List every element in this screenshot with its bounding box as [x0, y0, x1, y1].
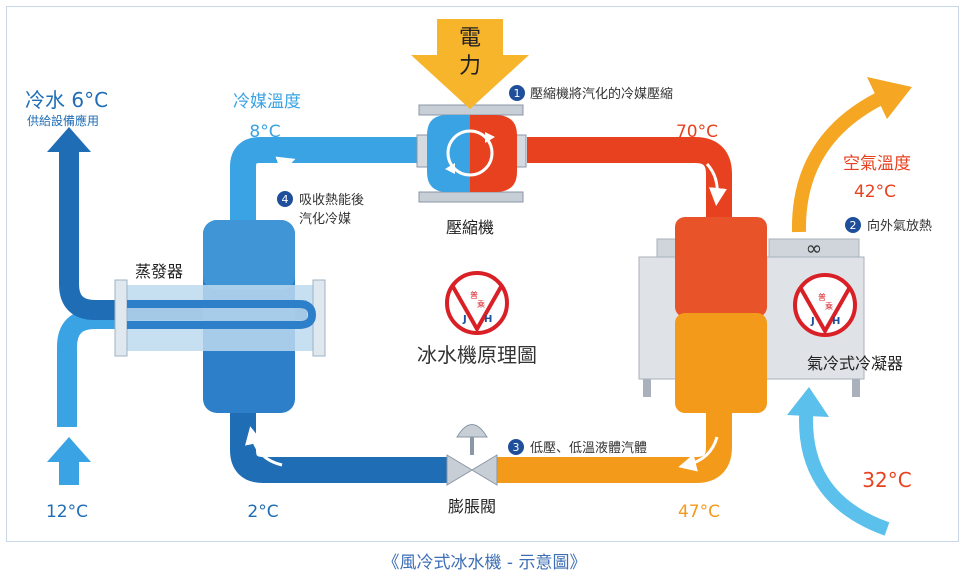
svg-text:J: J [810, 316, 815, 327]
svg-text:乘: 乘 [477, 299, 485, 309]
compressor-base [418, 191, 524, 203]
water-in-arrow [47, 437, 91, 485]
pipe-evap-to-compressor [230, 137, 417, 227]
evaporator-label: 蒸發器 [135, 262, 183, 281]
flow-arrow-top-right [705, 162, 727, 206]
step-4-label-line2: 汽化冷媒 [299, 212, 351, 227]
temp-after-compressor: 70°C [676, 122, 718, 142]
flow-arrow-bottom-left [245, 426, 283, 467]
chiller-diagram: ∞ ∞ 普 乘 J H 普 乘 [25, 19, 932, 536]
temp-water-in: 12°C [46, 502, 88, 522]
temp-after-evaporator: 8°C [249, 122, 280, 142]
company-logo-condenser: 普 乘 J H [793, 273, 857, 337]
svg-text:H: H [832, 316, 840, 327]
condenser-coil-warm [675, 313, 767, 413]
svg-text:J: J [462, 314, 467, 325]
svg-text:4: 4 [282, 193, 289, 206]
fan-icon-right: ∞ [806, 236, 823, 260]
step-2-badge [845, 217, 861, 233]
refrigerant-temp-label: 冷媒溫度 [233, 92, 301, 112]
air-in-arrow [799, 401, 890, 536]
compressor-label: 壓縮機 [446, 218, 494, 237]
condenser-coil-hot [675, 217, 767, 317]
svg-text:乘: 乘 [825, 301, 833, 311]
temp-after-condenser: 47°C [678, 502, 720, 522]
water-supply-pipe [59, 147, 307, 320]
pipe-valve-to-evaporator [230, 397, 447, 483]
diagram-title: 冰水機原理圖 [417, 343, 537, 367]
svg-text:1: 1 [514, 87, 521, 100]
water-supply-arrowhead [47, 127, 91, 152]
flow-arrow-top-left [260, 156, 296, 198]
step-4-label-line1: 吸收熱能後 [299, 193, 364, 208]
air-temp-label: 空氣溫度 [843, 154, 911, 174]
flow-arrow-bottom-right [678, 436, 719, 472]
expansion-valve-icon [446, 454, 473, 486]
svg-text:3: 3 [513, 441, 520, 454]
evaporator-tube-bundle [115, 285, 325, 351]
chilled-water-out-sub: 供給設備應用 [27, 113, 99, 128]
company-logo-center: 普 乘 J H [445, 271, 509, 335]
power-arrow [411, 19, 529, 109]
temp-air-out: 42°C [854, 182, 896, 202]
step-3-badge [508, 439, 524, 455]
step-4-badge [277, 191, 293, 207]
svg-text:普: 普 [470, 290, 478, 300]
condenser-label: 氣冷式冷凝器 [807, 354, 903, 373]
step-2-label: 向外氣放熱 [867, 218, 932, 234]
diagram-frame: ∞ ∞ 普 乘 J H 普 乘 [6, 6, 959, 542]
step-3-label: 低壓、低溫液體汽體 [530, 441, 647, 456]
temp-air-in: 32°C [862, 468, 911, 492]
figure-caption: 《風冷式冰水機 - 示意圖》 [382, 553, 587, 573]
compressor-rotation-icon [446, 129, 494, 177]
svg-text:2: 2 [850, 219, 857, 232]
step-1-label: 壓縮機將汽化的冷媒壓縮 [530, 86, 673, 102]
temp-after-valve: 2°C [247, 502, 278, 522]
expansion-valve-label: 膨脹閥 [448, 497, 496, 516]
pipe-compressor-to-condenser [527, 137, 732, 237]
power-label-2: 力 [459, 54, 481, 79]
step-1-badge [509, 85, 525, 101]
chilled-water-out-label: 冷水 6°C [25, 88, 108, 112]
valve-cap [456, 424, 488, 438]
air-out-arrow [791, 88, 890, 233]
svg-text:H: H [484, 314, 492, 325]
svg-text:普: 普 [818, 292, 826, 302]
compressor-body-red [470, 115, 517, 192]
power-label-1: 電 [459, 26, 481, 51]
